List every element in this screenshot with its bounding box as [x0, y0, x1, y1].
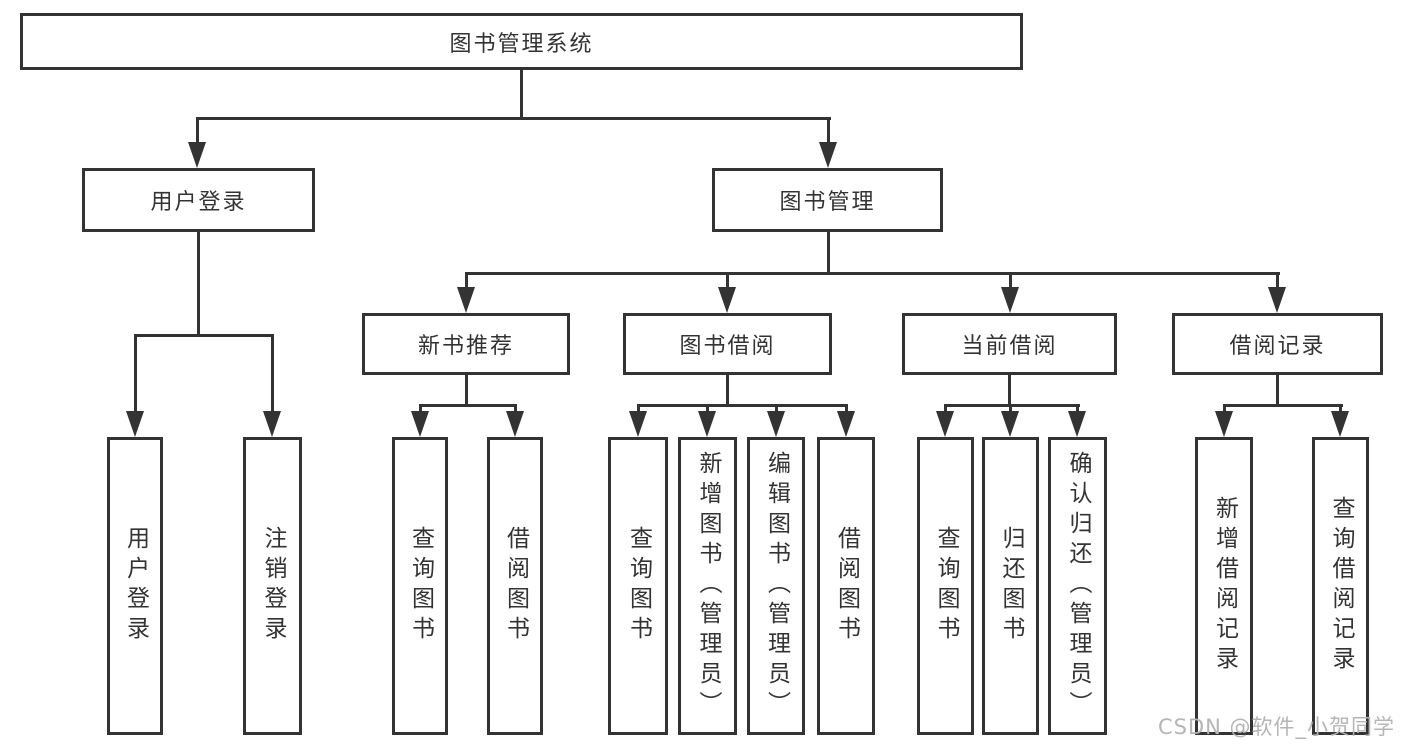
- arrow-down-icon: [629, 411, 647, 437]
- node-label: 图书借阅: [679, 334, 776, 359]
- csdn-watermark: CSDN @软件_小贺同学: [1158, 715, 1396, 739]
- arrow-down-icon: [819, 142, 837, 168]
- arrow-down-icon: [126, 411, 144, 437]
- leaf-add-book-admin: 新增图书（管理员）: [678, 437, 737, 735]
- node-label: 借阅记录: [1229, 334, 1326, 359]
- connector-record-stem: [1276, 373, 1279, 407]
- connector-borrow-stem: [726, 373, 729, 407]
- connector-leaf-drop: [1009, 404, 1012, 414]
- connector-record-drop: [1276, 272, 1279, 290]
- connector-book-mgmt-drop: [827, 117, 830, 145]
- connector-leaf-drop: [637, 404, 640, 414]
- node-new-book-recommend: 新书推荐: [362, 313, 570, 375]
- connector-current-drop: [1009, 272, 1012, 290]
- arrow-down-icon: [1331, 411, 1349, 437]
- connector-group5-hline: [1223, 404, 1343, 407]
- connector-level2-hline: [465, 272, 1280, 275]
- leaf-query-books-current: 查询图书: [917, 437, 974, 735]
- connector-group2-hline: [419, 404, 517, 407]
- leaf-return-book: 归还图书: [982, 437, 1039, 735]
- arrow-down-icon: [1068, 411, 1086, 437]
- leaf-borrow-books-recommend: 借阅图书: [487, 437, 543, 735]
- connector-current-stem: [1008, 373, 1011, 407]
- arrow-down-icon: [718, 287, 736, 313]
- arrow-down-icon: [1001, 287, 1019, 313]
- leaf-user-login: 用户登录: [107, 437, 163, 735]
- node-label: 借阅图书: [502, 526, 529, 646]
- arrow-down-icon: [698, 411, 716, 437]
- connector-group4-hline: [944, 404, 1080, 407]
- connector-leaf-drop: [134, 334, 137, 414]
- connector-root-stem: [520, 68, 523, 120]
- node-label: 图书管理系统: [449, 31, 594, 57]
- node-book-management: 图书管理: [712, 168, 943, 232]
- arrow-down-icon: [1268, 287, 1286, 313]
- leaf-query-borrow-record: 查询借阅记录: [1312, 437, 1369, 735]
- connector-leaf-drop: [706, 404, 709, 414]
- node-label: 查询借阅记录: [1328, 496, 1354, 676]
- node-label: 用户登录: [122, 526, 149, 646]
- leaf-query-books-recommend: 查询图书: [392, 437, 448, 735]
- leaf-borrow-books-borrowing: 借阅图书: [817, 437, 875, 735]
- node-label: 新增借阅记录: [1211, 496, 1238, 676]
- connector-borrow-drop: [726, 272, 729, 290]
- leaf-query-books-borrowing: 查询图书: [608, 437, 668, 735]
- node-label: 当前借阅: [961, 334, 1058, 359]
- arrow-down-icon: [1215, 411, 1233, 437]
- connector-user-login-drop: [196, 117, 199, 145]
- node-label: 图书管理: [779, 190, 876, 215]
- node-borrowing-records: 借阅记录: [1172, 313, 1383, 375]
- connector-leaf-drop: [271, 334, 274, 414]
- connector-leaf-drop: [1339, 404, 1342, 414]
- node-label: 新书推荐: [417, 334, 514, 359]
- node-label: 用户登录: [150, 190, 247, 215]
- connector-level1-hline: [196, 117, 831, 120]
- arrow-down-icon: [263, 411, 281, 437]
- connector-leaf-drop: [419, 404, 422, 414]
- node-label: 查询图书: [933, 526, 959, 646]
- leaf-edit-book-admin: 编辑图书（管理员）: [747, 437, 805, 735]
- node-label: 编辑图书（管理员）: [763, 451, 790, 721]
- node-label: 查询图书: [625, 526, 652, 646]
- arrow-down-icon: [411, 411, 429, 437]
- node-label: 归还图书: [998, 526, 1024, 646]
- leaf-confirm-return-admin: 确认归还（管理员）: [1048, 437, 1107, 735]
- arrow-down-icon: [1001, 411, 1019, 437]
- arrow-down-icon: [767, 411, 785, 437]
- connector-leaf-drop: [775, 404, 778, 414]
- connector-leaf-drop: [845, 404, 848, 414]
- node-label: 借阅图书: [833, 526, 860, 646]
- connector-leaf-drop: [944, 404, 947, 414]
- connector-leaf-drop: [1076, 404, 1079, 414]
- node-user-login: 用户登录: [82, 168, 315, 232]
- connector-book-mgmt-stem: [827, 230, 830, 275]
- node-label: 新增图书（管理员）: [695, 451, 721, 721]
- connector-leaf-drop: [514, 404, 517, 414]
- arrow-down-icon: [188, 142, 206, 168]
- node-label: 确认归还（管理员）: [1065, 451, 1091, 721]
- node-label: 查询图书: [407, 526, 434, 646]
- arrow-down-icon: [837, 411, 855, 437]
- node-library-management-system: 图书管理系统: [20, 13, 1023, 70]
- connector-newbook-stem: [465, 373, 468, 407]
- connector-group3-hline: [637, 404, 848, 407]
- connector-newbook-drop: [465, 272, 468, 290]
- node-label: 注销登录: [260, 526, 286, 646]
- arrow-down-icon: [936, 411, 954, 437]
- connector-leaf-drop: [1223, 404, 1226, 414]
- connector-user-login-stem: [197, 230, 200, 337]
- leaf-add-borrow-record: 新增借阅记录: [1195, 437, 1253, 735]
- node-book-borrowing: 图书借阅: [623, 313, 832, 375]
- arrow-down-icon: [506, 411, 524, 437]
- leaf-logout: 注销登录: [243, 437, 302, 735]
- connector-group1-hline: [134, 334, 274, 337]
- node-current-borrowing: 当前借阅: [902, 313, 1117, 375]
- arrow-down-icon: [457, 287, 475, 313]
